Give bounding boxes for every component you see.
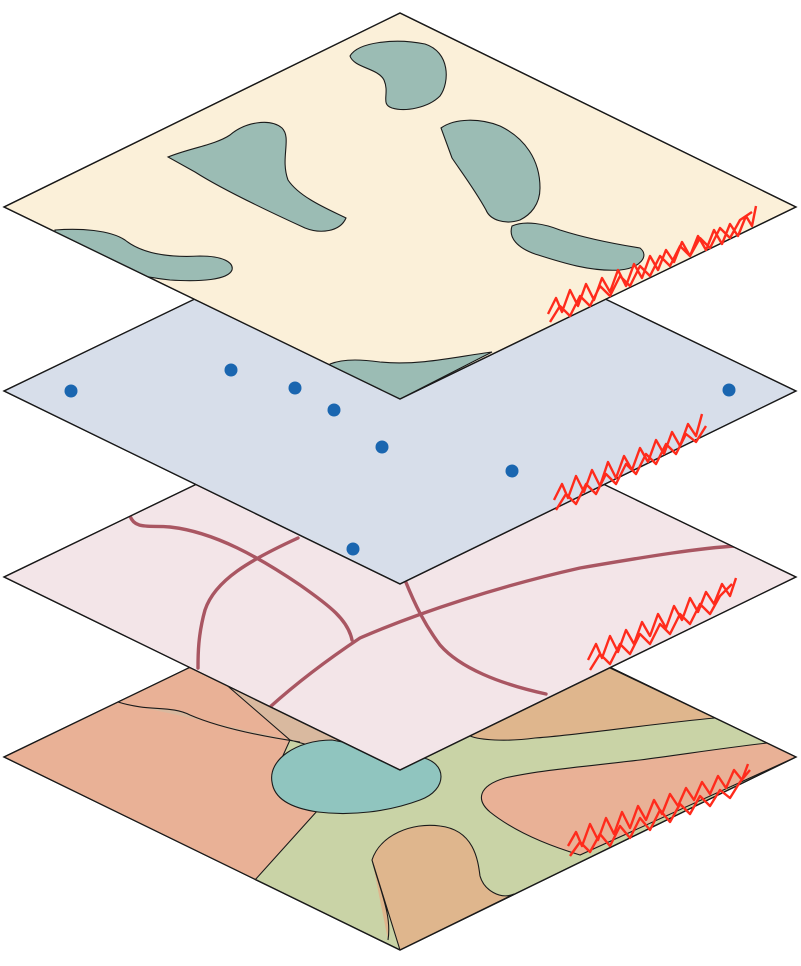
- point-marker: [327, 403, 341, 417]
- water-layer: [2, 12, 798, 400]
- road-west-curve: [196, 536, 300, 670]
- water-layer-border: [2, 12, 798, 400]
- point-marker: [346, 542, 360, 556]
- point-marker: [224, 363, 238, 377]
- water-layer-label: [546, 205, 758, 323]
- landuse-region-east: [480, 739, 796, 856]
- point-marker: [288, 381, 302, 395]
- water-body-west-arm: [166, 121, 347, 232]
- water-body-kidney: [349, 40, 447, 111]
- road-northwest: [128, 514, 354, 642]
- water-body-east-arm: [510, 222, 645, 271]
- point-marker: [505, 464, 519, 478]
- points-layer-label: [552, 413, 708, 511]
- road-main-east: [268, 544, 738, 709]
- point-marker: [375, 440, 389, 454]
- landuse-layer-label: [566, 763, 751, 857]
- point-marker: [722, 383, 736, 397]
- point-marker: [64, 384, 78, 398]
- water-body-south: [329, 351, 493, 399]
- roads-layer-label: [586, 577, 738, 671]
- road-south-branch: [403, 578, 548, 696]
- water-body-east-lobe: [440, 119, 541, 223]
- landuse-region-south: [371, 824, 515, 950]
